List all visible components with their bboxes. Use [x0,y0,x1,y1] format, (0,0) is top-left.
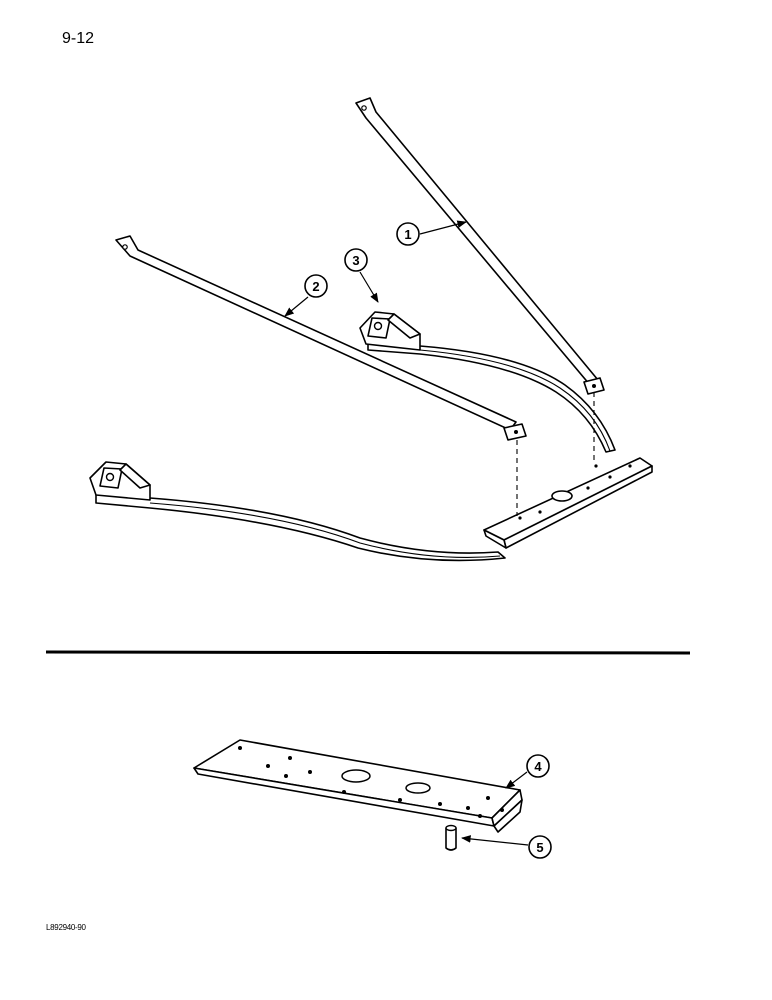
callout-5: 5 [461,835,552,859]
callout-1: 1 [396,220,467,246]
frame-assembly [89,97,653,562]
section-divider [45,650,691,655]
callout-5-label: 5 [536,840,543,855]
callout-4-label: 4 [534,759,542,774]
rear-side-rail [367,339,616,453]
front-side-rail [95,491,506,562]
callout-2: 2 [284,274,328,317]
callout-3: 3 [344,248,379,303]
callout-3-label: 3 [352,253,359,268]
callout-4: 4 [505,754,550,789]
callout-2-label: 2 [312,279,319,294]
brace-rod-left [115,235,517,431]
page-number: 9-12 [62,30,95,47]
callout-1-label: 1 [404,227,411,242]
figure-code: L892940-90 [46,923,86,932]
spacer-bushing [445,824,457,851]
cross-plate-detail [193,739,523,833]
